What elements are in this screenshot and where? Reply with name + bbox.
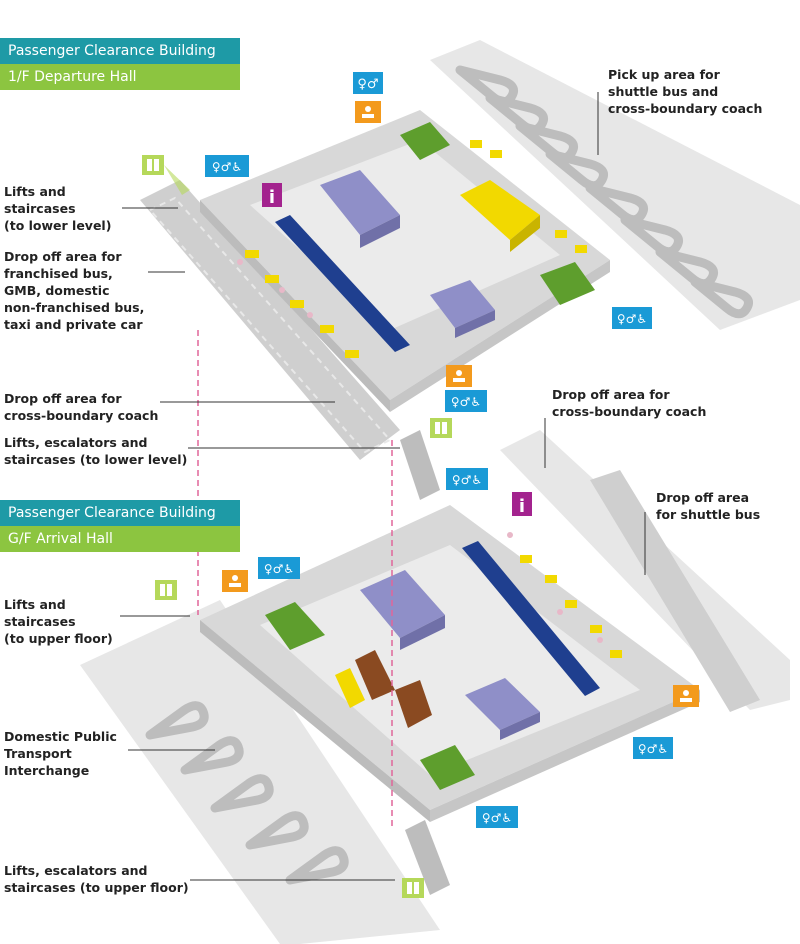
lift-icon <box>402 878 424 898</box>
toilet-icon: ♀♂♿ <box>476 806 518 828</box>
svg-text:♀♂♿: ♀♂♿ <box>212 160 242 174</box>
svg-text:♀♂♿: ♀♂♿ <box>452 473 482 487</box>
baby-care-icon <box>222 570 248 592</box>
baby-care-icon <box>355 101 381 123</box>
svg-text:♀♂♿: ♀♂♿ <box>482 811 512 825</box>
dpti-apron <box>80 600 440 944</box>
svg-text:i: i <box>269 187 275 208</box>
arrival-blocks <box>265 532 622 790</box>
escalator-lower <box>405 820 450 895</box>
svg-text:♀♂♿: ♀♂♿ <box>617 312 647 326</box>
lift-icon <box>155 580 177 600</box>
toilet-icon: ♀♂♿ <box>205 155 249 177</box>
toilet-icon: ♀♂♿ <box>445 390 487 412</box>
svg-text:♀♂♿: ♀♂♿ <box>451 395 481 409</box>
toilet-icon: ♀♂♿ <box>258 557 300 579</box>
toilet-icon: ♀♂ <box>353 72 383 94</box>
svg-text:♀♂: ♀♂ <box>357 77 378 92</box>
svg-text:♀♂♿: ♀♂♿ <box>264 562 294 576</box>
pickup-apron <box>430 40 800 330</box>
leader-lines <box>120 92 646 881</box>
lift-icon <box>142 155 190 195</box>
toilet-icon: ♀♂♿ <box>633 737 673 759</box>
information-icon: i <box>262 183 282 208</box>
toilet-icon: ♀♂♿ <box>446 468 488 490</box>
departure-building-title: Passenger Clearance Building <box>0 38 240 64</box>
information-icon: i <box>512 492 532 517</box>
baby-care-icon <box>673 685 699 707</box>
svg-text:♀♂♿: ♀♂♿ <box>638 742 668 756</box>
lift-icon <box>430 418 452 438</box>
arrival-hall-title: G/F Arrival Hall <box>0 526 240 552</box>
svg-text:i: i <box>519 496 525 517</box>
toilet-icon: ♀♂♿ <box>612 307 652 329</box>
arrival-building-title: Passenger Clearance Building <box>0 500 240 526</box>
dropoff-road-upper <box>140 180 400 460</box>
departure-blocks <box>237 122 595 358</box>
departure-hall-title: 1/F Departure Hall <box>0 64 240 90</box>
escalator-upper <box>400 430 440 500</box>
baby-care-icon <box>446 365 472 387</box>
